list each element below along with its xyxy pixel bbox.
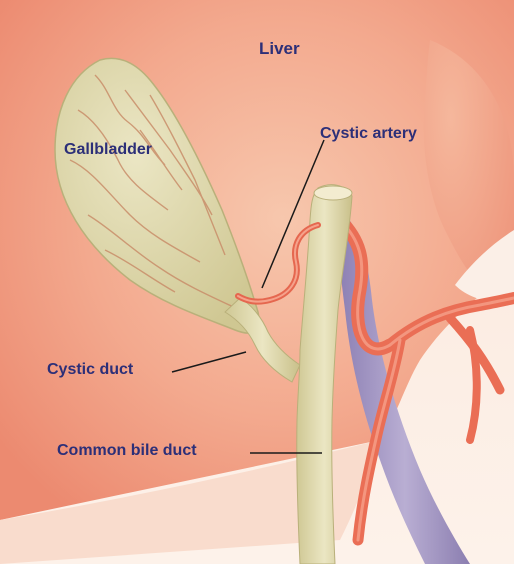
label-liver: Liver [259, 40, 300, 57]
duct-top-cut [314, 186, 352, 200]
label-cystic-duct: Cystic duct [47, 362, 133, 378]
label-gallbladder: Gallbladder [64, 142, 152, 158]
label-cystic-artery: Cystic artery [320, 126, 417, 142]
label-common-bile-duct: Common bile duct [57, 443, 197, 459]
